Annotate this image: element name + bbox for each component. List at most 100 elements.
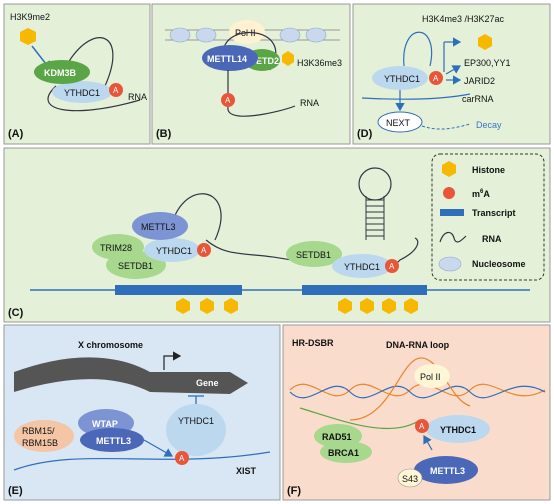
- m6a-mark: [175, 451, 189, 465]
- reader-label: YTHDC1: [384, 74, 420, 84]
- factor-label: EP300,YY1: [464, 58, 511, 68]
- panel-tag: (B): [156, 128, 172, 140]
- writer-label: METTL3: [141, 222, 176, 232]
- kdm3b-protein: [34, 60, 90, 84]
- rna-legend-icon: [439, 231, 467, 243]
- mettl3-protein: [80, 428, 144, 452]
- reader-label: YTHDC1: [440, 425, 476, 435]
- dna-strand-orange: [289, 383, 546, 397]
- methyltransferase-label: SETDB1: [296, 250, 331, 260]
- reader-label: YTHDC1: [64, 88, 100, 98]
- panel-tag: (C): [8, 307, 24, 319]
- ythdc1-protein: [166, 404, 226, 456]
- svg-text:A: A: [113, 86, 119, 95]
- writer-label: METTL3: [96, 436, 131, 446]
- ythdc1-protein: [372, 66, 428, 90]
- writer-label: METTL3: [430, 466, 465, 476]
- m6a-legend-icon: [443, 187, 455, 199]
- histone-icon: [282, 51, 294, 66]
- m6a-mark: [109, 83, 123, 97]
- x-chromosome: [14, 357, 150, 392]
- ythdc1-protein: [52, 81, 112, 103]
- panel-a: H3K9me2 YTHDC1 KDM3B A RNA (A): [3, 3, 151, 145]
- fate-label: Decay: [476, 120, 502, 130]
- svg-text:A: A: [433, 74, 439, 83]
- ythdc1-protein: [426, 415, 490, 443]
- mettl3-protein: [132, 212, 188, 240]
- pol-ii: [414, 364, 450, 388]
- reader-label: YTHDC1: [156, 246, 192, 256]
- title-dna-rna-loop: DNA-RNA loop: [386, 340, 450, 350]
- enzyme-label: SETD2: [250, 56, 279, 66]
- histone-icon: [478, 34, 492, 50]
- writer-label: METTL14: [207, 54, 247, 64]
- xist-label: XIST: [236, 466, 257, 476]
- rbm-label-2: RBM15B: [22, 438, 58, 448]
- panel-e: X chromosome Gene RBM15/ RBM15B WTAP MET…: [3, 324, 281, 501]
- svg-text:A: A: [419, 422, 425, 431]
- legend-histone: Histone: [472, 165, 505, 175]
- panel-c: SETDB1 TRIM28 YTHDC1 METTL3 A SETDB1 YTH…: [3, 147, 551, 323]
- mettl14-protein: [202, 45, 258, 71]
- chromosome-label: X chromosome: [78, 340, 143, 350]
- panel-tag: (D): [357, 128, 373, 140]
- svg-text:A: A: [179, 454, 185, 463]
- m6a-mark: [385, 259, 399, 273]
- methyltransferase-label: SETDB1: [118, 261, 153, 271]
- svg-text:A: A: [225, 96, 231, 105]
- m6a-mark: [415, 419, 429, 433]
- rna-label: RNA: [128, 92, 147, 102]
- rbm15-protein: [14, 420, 74, 452]
- brca1-label: BRCA1: [328, 448, 359, 458]
- legend-transcript: Transcript: [472, 208, 516, 218]
- next-complex: [377, 111, 423, 133]
- trim28-protein: [92, 234, 144, 260]
- polymerase-label: Pol II: [420, 372, 441, 382]
- transcript-legend-icon: [440, 209, 464, 216]
- reader-label: YTHDC1: [344, 262, 380, 272]
- gene-arrow: [150, 372, 248, 394]
- transcript-bar: [115, 285, 242, 295]
- site-label: S43: [402, 474, 418, 484]
- legend: Histone m6A Transcript RNA Nucleosome: [431, 153, 545, 281]
- complex-label: NEXT: [386, 118, 411, 128]
- rna-label: RNA: [300, 98, 319, 108]
- svg-text:A: A: [201, 246, 207, 255]
- ythdc1-protein: [144, 238, 200, 262]
- mettl3-protein: [414, 456, 478, 484]
- m6a-mark: [221, 93, 235, 107]
- histone-icon: [20, 28, 36, 45]
- nucleosome-icons: [169, 27, 327, 43]
- rbm-label: RBM15/: [22, 426, 55, 436]
- brca1-protein: [320, 441, 372, 463]
- stem-loop: [366, 199, 384, 237]
- gene-label: Gene: [196, 378, 219, 388]
- legend-m6a: m6A: [472, 189, 490, 199]
- panel-d: H3K4me3 /H3K27ac YTHDC1 A EP300,YY1 JARI…: [352, 3, 551, 145]
- title-hr-dsbr: HR-DSBR: [292, 338, 334, 348]
- rad51-label: RAD51: [322, 432, 352, 442]
- panel-tag: (F): [287, 485, 301, 497]
- svg-text:A: A: [389, 262, 395, 271]
- m6a-mark: [197, 243, 211, 257]
- phospho-site: [397, 468, 423, 488]
- cofactor-label: TRIM28: [100, 243, 132, 253]
- histone-row: [176, 298, 418, 314]
- wtap-label: WTAP: [92, 419, 118, 429]
- legend-rna: RNA: [482, 234, 502, 244]
- enzyme-label: KDM3B: [44, 68, 77, 78]
- m6a-mark: [429, 71, 443, 85]
- setdb1-protein: [286, 241, 342, 267]
- rna-label: carRNA: [462, 94, 494, 104]
- panel-f: HR-DSBR DNA-RNA loop Pol II RAD51 BRCA1 …: [282, 324, 551, 501]
- transcript-bar: [302, 285, 427, 295]
- reader-label: YTHDC1: [178, 416, 214, 426]
- legend-nucleosome: Nucleosome: [472, 259, 526, 269]
- histone-mark-label: H3K36me3: [297, 58, 342, 68]
- panel-b: Pol II SETD2 METTL14 H3K36me3 A RNA (B): [151, 3, 351, 145]
- dna-strand-blue: [289, 385, 546, 399]
- panel-tag: (A): [8, 128, 24, 140]
- panel-tag: (E): [8, 485, 23, 497]
- ythdc1-protein: [332, 254, 392, 278]
